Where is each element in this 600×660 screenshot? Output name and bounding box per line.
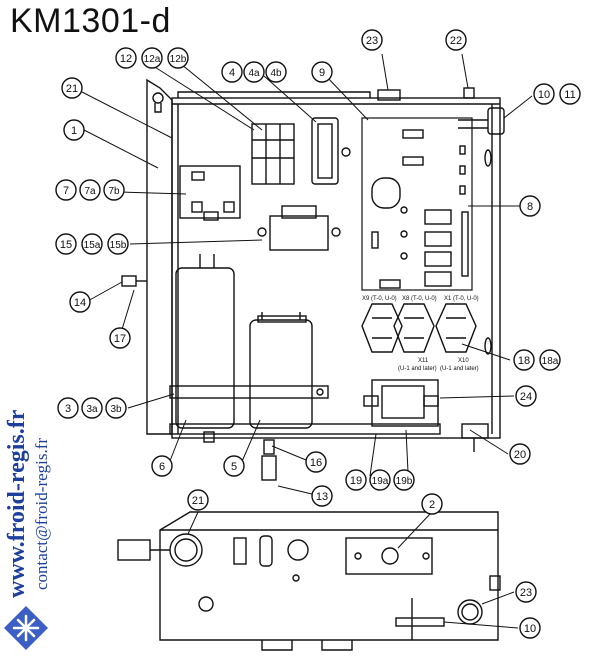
svg-text:3: 3 [65, 403, 71, 415]
callout-8: 8 [519, 195, 541, 217]
callout-20: 20 [509, 443, 531, 465]
callout-13: 13 [311, 485, 333, 507]
svg-text:12: 12 [120, 53, 132, 65]
svg-text:12b: 12b [170, 54, 187, 65]
svg-text:5: 5 [231, 461, 237, 473]
callout-9: 9 [311, 61, 333, 83]
svg-text:24: 24 [520, 391, 532, 403]
svg-text:10: 10 [538, 89, 550, 101]
svg-text:7b: 7b [108, 186, 120, 197]
svg-text:21: 21 [192, 495, 204, 507]
svg-text:19: 19 [350, 475, 362, 487]
leader-lines [81, 53, 533, 629]
svg-text:6: 6 [159, 461, 165, 473]
svg-text:12a: 12a [144, 54, 161, 65]
svg-text:22: 22 [450, 35, 462, 47]
callout-16: 16 [305, 451, 327, 473]
callout-23: 23 [361, 29, 383, 51]
callout-19a: 19a [369, 469, 391, 491]
svg-text:15: 15 [60, 239, 72, 251]
callout-11: 11 [559, 83, 581, 105]
svg-text:23: 23 [366, 35, 378, 47]
callout-19b: 19b [393, 469, 415, 491]
callout-14: 14 [69, 291, 91, 313]
svg-text:4b: 4b [270, 68, 282, 79]
board-labels: X9 (T-0, U-0) X8 (T-0, U-0) X1 (T-0, U-0… [362, 296, 479, 372]
svg-text:3a: 3a [86, 404, 98, 415]
svg-text:3b: 3b [110, 404, 122, 415]
callout-24: 24 [515, 385, 537, 407]
svg-text:15a: 15a [84, 240, 101, 251]
callout-10: 10 [533, 83, 555, 105]
callout-12b: 12b [167, 47, 189, 69]
svg-text:19a: 19a [372, 476, 389, 487]
callout-15b: 15b [107, 233, 129, 255]
svg-text:16: 16 [310, 457, 322, 469]
svg-text:8: 8 [527, 201, 533, 213]
label-x10: X10 [458, 358, 469, 364]
callout-17: 17 [109, 327, 131, 349]
label-x9: X9 (T-0, U-0) [362, 296, 397, 302]
callout-12: 12 [115, 47, 137, 69]
callout-19: 19 [345, 469, 367, 491]
callout-12a: 12a [141, 47, 163, 69]
label-x1: X1 (T-0, U-0) [444, 296, 479, 302]
label-x11: X11 [418, 358, 429, 364]
connector-group [361, 303, 477, 353]
svg-text:7: 7 [63, 185, 69, 197]
svg-text:15b: 15b [110, 240, 127, 251]
snowflake-logo-icon [4, 606, 48, 650]
label-x11-note: (U-1 and later) [398, 366, 437, 372]
svg-text:11: 11 [564, 89, 575, 101]
svg-text:18: 18 [518, 355, 530, 367]
callout-18a: 18a [539, 349, 561, 371]
svg-text:14: 14 [74, 297, 86, 309]
svg-text:17: 17 [114, 333, 126, 345]
svg-text:20: 20 [514, 449, 526, 461]
svg-text:10: 10 [524, 623, 536, 635]
svg-text:21: 21 [66, 83, 78, 95]
callout-10-lower: 10 [519, 617, 541, 639]
watermark-website: www.froid-regis.fr [4, 409, 30, 598]
svg-text:4: 4 [229, 67, 235, 79]
svg-text:7a: 7a [84, 186, 96, 197]
callout-23-lower: 23 [515, 581, 537, 603]
callout-4a: 4a [243, 61, 265, 83]
svg-text:19b: 19b [396, 476, 413, 487]
svg-text:18a: 18a [542, 356, 559, 367]
svg-text:9: 9 [319, 67, 325, 79]
label-x10-note: (U-1 and later) [440, 366, 479, 372]
diagram-title: KM1301-d [10, 2, 171, 40]
control-box-lower-view [117, 511, 501, 651]
control-box-upper-view [121, 78, 505, 481]
watermark-email: contact@froid-regis.fr [32, 437, 51, 590]
callout-1: 1 [63, 119, 85, 141]
callout-21: 21 [61, 77, 83, 99]
callout-15: 15 [55, 233, 77, 255]
svg-text:13: 13 [316, 491, 328, 503]
callout-6: 6 [151, 455, 173, 477]
callout-7a: 7a [79, 179, 101, 201]
callout-3a: 3a [81, 397, 103, 419]
callout-7: 7 [55, 179, 77, 201]
label-x8: X8 (T-0, U-0) [402, 296, 437, 302]
callout-5: 5 [223, 455, 245, 477]
callout-2: 2 [421, 493, 443, 515]
svg-text:4a: 4a [248, 68, 260, 79]
callout-18: 18 [513, 349, 535, 371]
svg-text:2: 2 [429, 499, 435, 511]
callout-15a: 15a [81, 233, 103, 255]
callout-3b: 3b [105, 397, 127, 419]
callout-7b: 7b [103, 179, 125, 201]
svg-text:23: 23 [520, 587, 532, 599]
callout-21-lower: 21 [187, 489, 209, 511]
svg-text:1: 1 [71, 125, 77, 137]
callout-bubbles: 21 1 12 12a 12b 4 4a 4b 9 23 22 10 11 7 … [55, 29, 581, 639]
callout-4b: 4b [265, 61, 287, 83]
callout-4: 4 [221, 61, 243, 83]
callout-3: 3 [57, 397, 79, 419]
callout-22: 22 [445, 29, 467, 51]
